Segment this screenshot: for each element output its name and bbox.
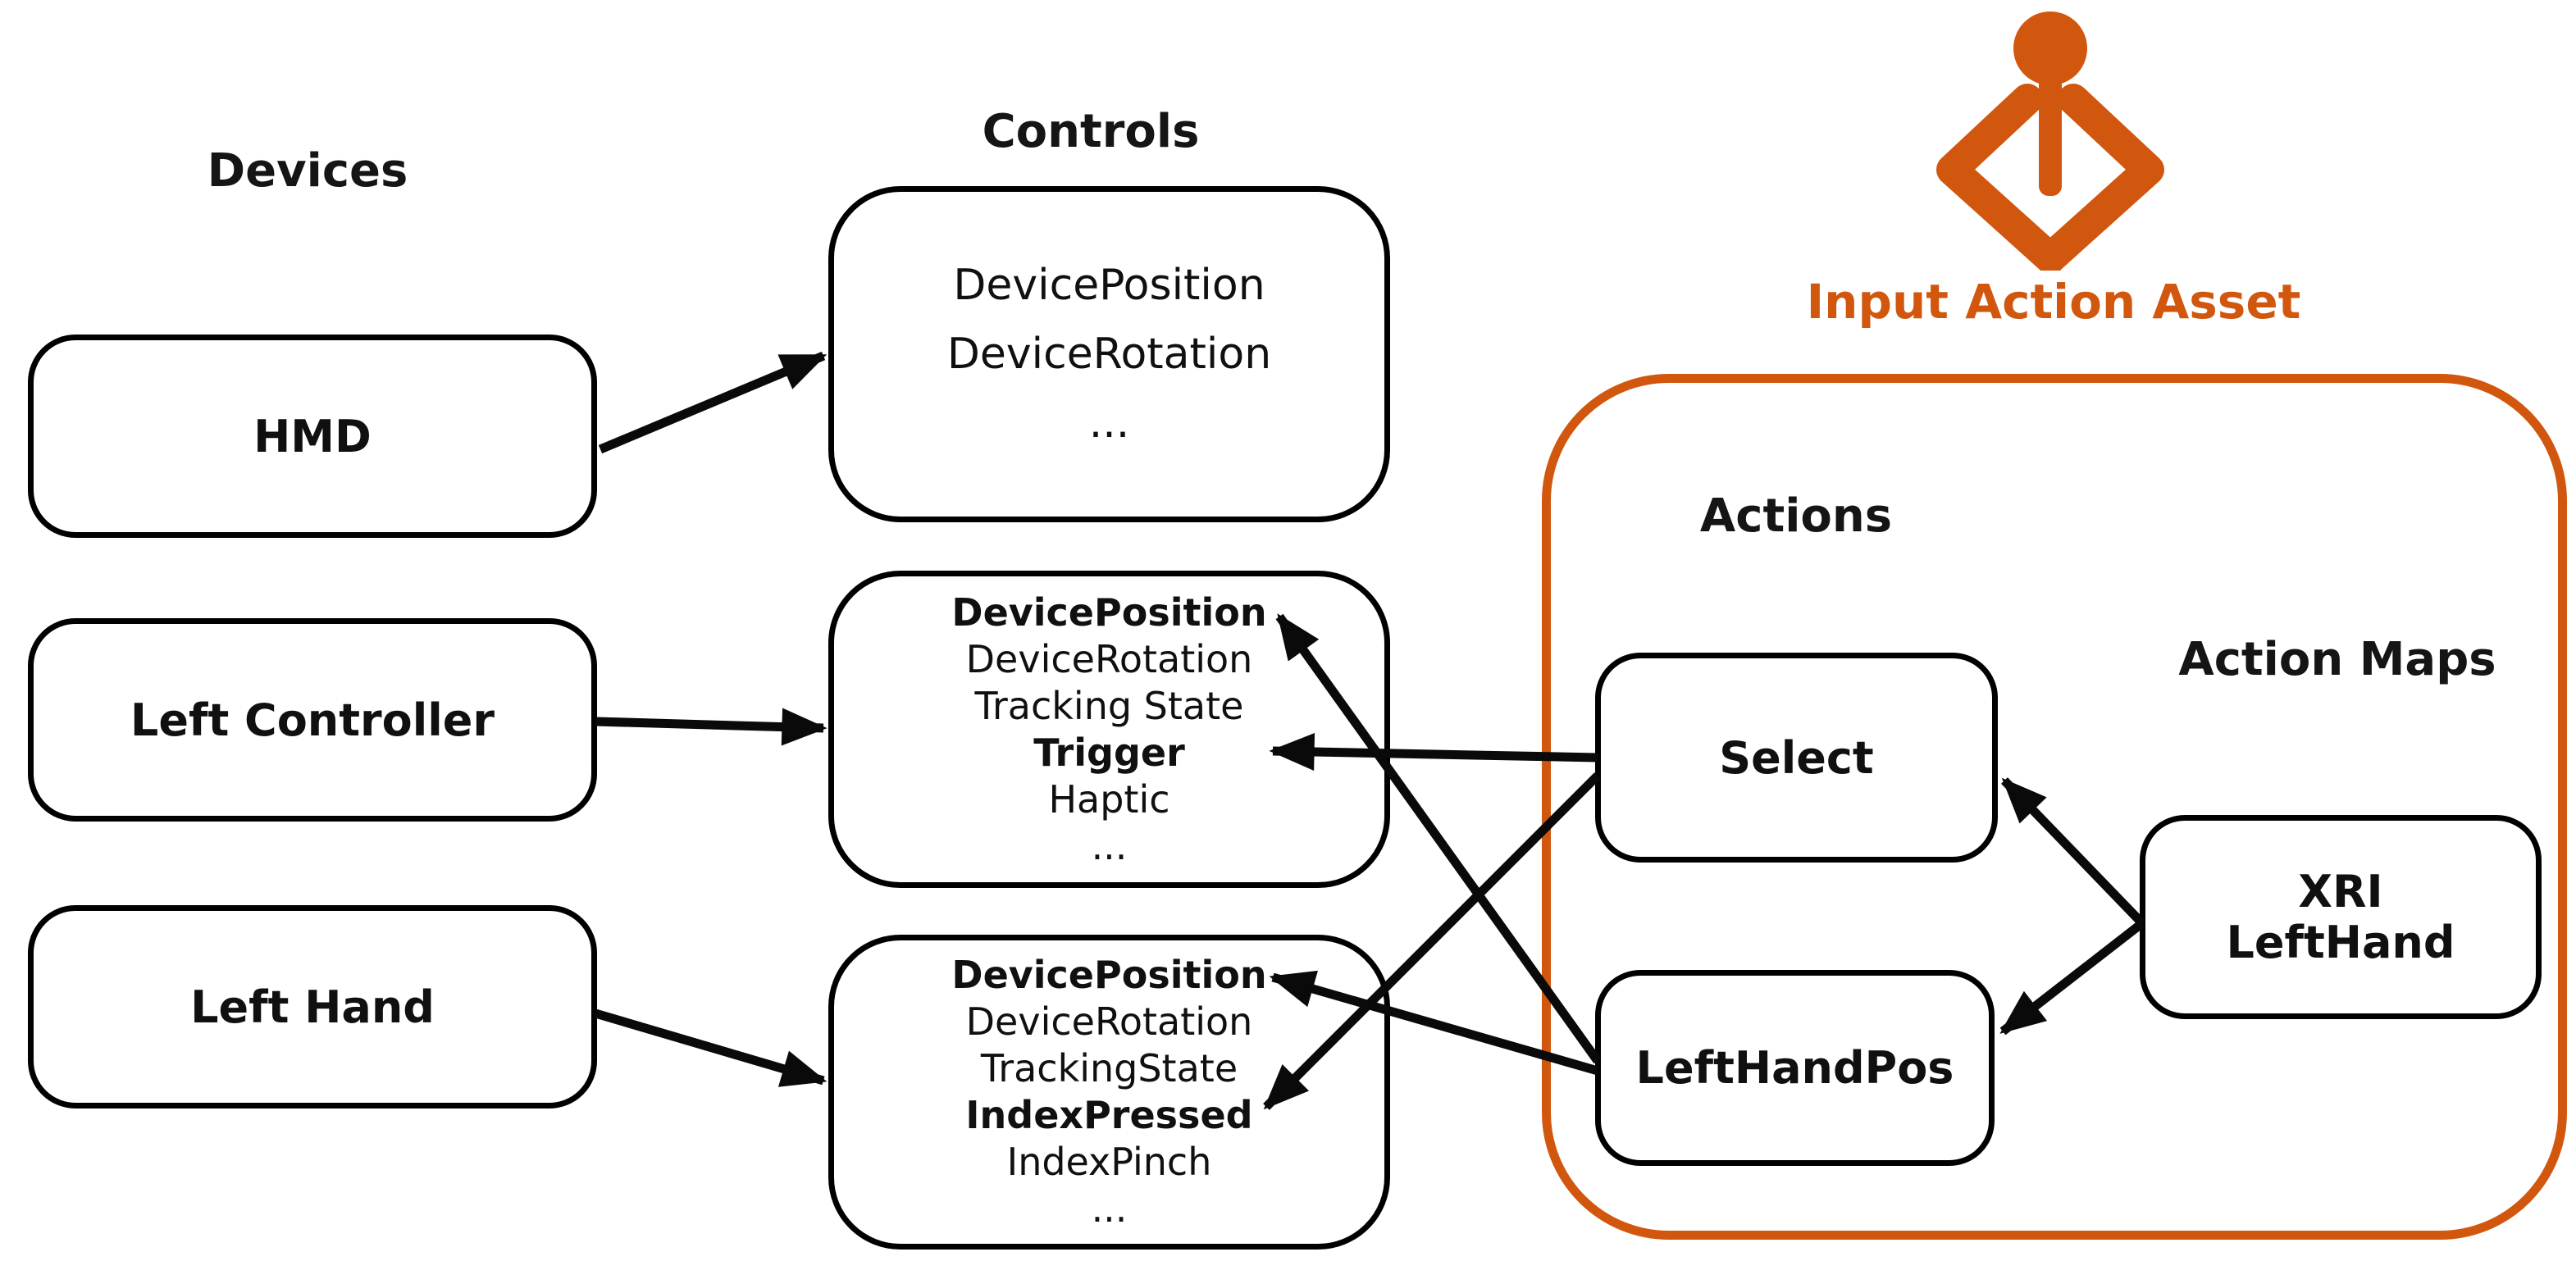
action-box-select: Select [1595, 653, 1998, 863]
arrow-hmd-to-controls-hmd [598, 351, 828, 454]
control-item: Tracking State [974, 683, 1244, 728]
devices-heading: Devices [207, 144, 408, 198]
control-item: DeviceRotation [946, 330, 1272, 379]
control-item: IndexPinch [1006, 1140, 1212, 1184]
arrow-left-controller-to-controls-left-controller [595, 708, 828, 746]
actions-heading: Actions [1699, 489, 1893, 543]
control-item: DeviceRotation [965, 636, 1253, 681]
control-item: Haptic [1048, 776, 1170, 822]
controls-heading: Controls [982, 105, 1200, 158]
device-label-hmd: HMD [253, 410, 372, 462]
device-box-left-controller: Left Controller [28, 618, 597, 822]
control-item: DeviceRotation [965, 999, 1253, 1044]
action-label-lefthandpos: LeftHandPos [1635, 1042, 1954, 1094]
action-map-label-line2: LeftHand [2226, 916, 2455, 968]
control-item: DevicePosition [951, 590, 1267, 635]
action-map-label-line1: XRI [2298, 865, 2383, 917]
device-label-left-controller: Left Controller [130, 694, 495, 746]
control-item: DevicePosition [953, 261, 1265, 310]
device-box-left-hand: Left Hand [28, 905, 597, 1108]
control-item: IndexPressed [965, 1093, 1253, 1137]
control-item: ... [1091, 823, 1128, 868]
control-item: Trigger [1033, 730, 1185, 775]
control-item: TrackingState [980, 1046, 1238, 1090]
action-label-select: Select [1719, 731, 1874, 784]
device-box-hmd: HMD [28, 335, 597, 538]
action-map-box-xri-lefthand: XRI LeftHand [2140, 815, 2542, 1019]
action-box-lefthandpos: LeftHandPos [1595, 970, 1995, 1166]
action-maps-heading: Action Maps [2178, 633, 2496, 686]
control-item: DevicePosition [951, 953, 1267, 997]
arrow-left-hand-to-controls-left-hand [594, 1008, 828, 1087]
input-action-asset-label: Input Action Asset [1806, 274, 2301, 330]
control-item: ... [1091, 1186, 1128, 1231]
control-item: ... [1088, 398, 1130, 448]
device-label-left-hand: Left Hand [190, 981, 435, 1033]
joystick-icon [1936, 11, 2164, 271]
